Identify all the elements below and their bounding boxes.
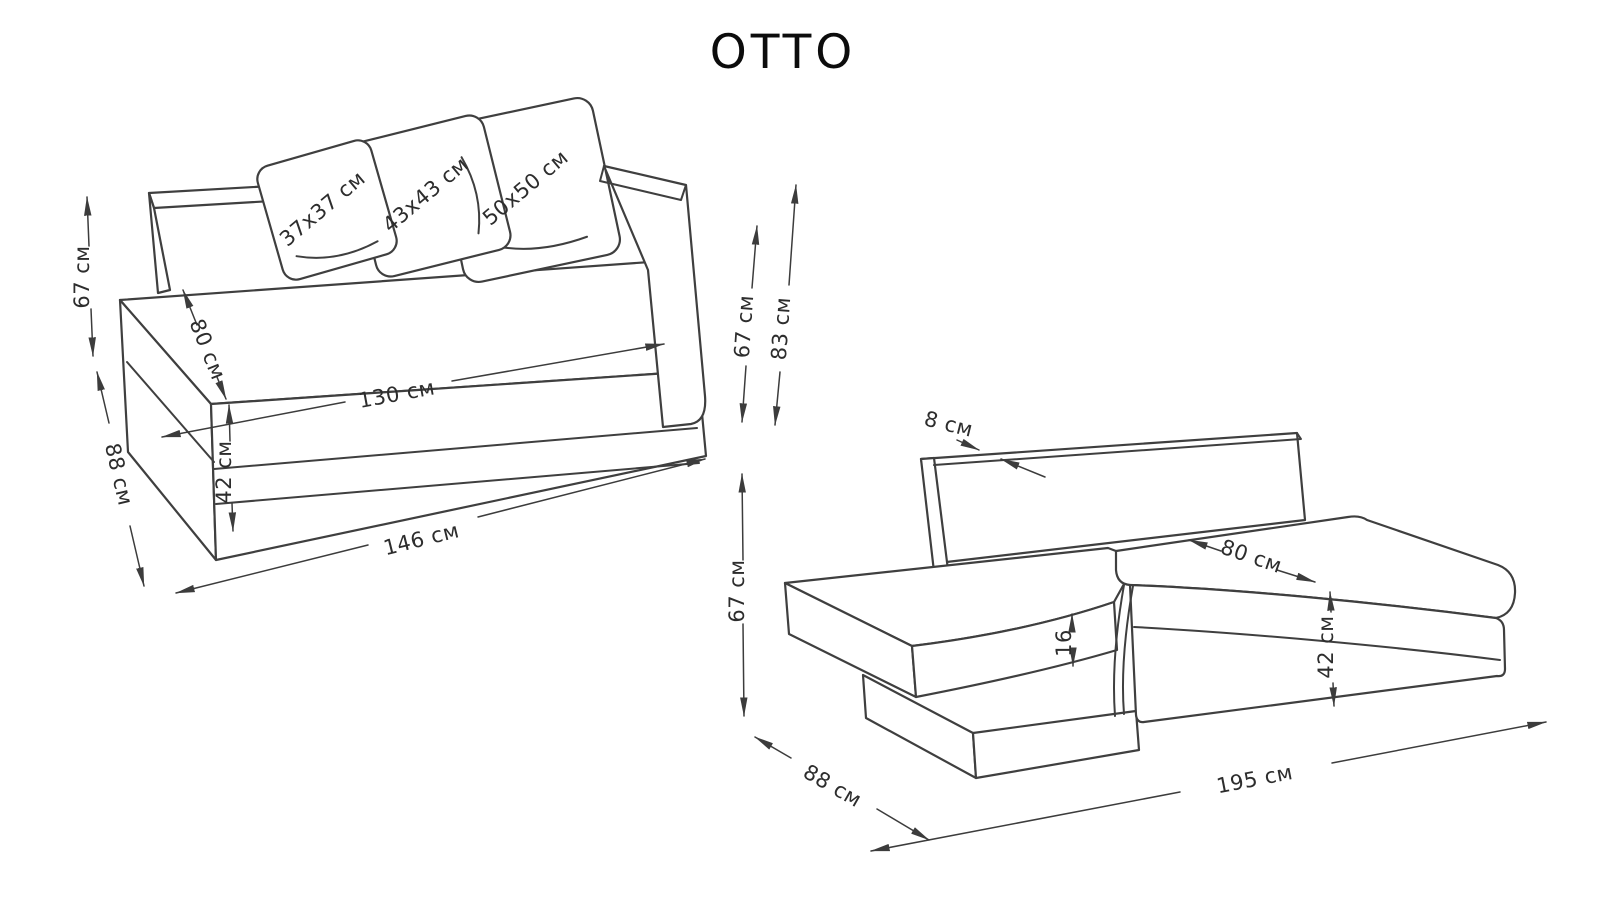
sofa-front-seam-upper — [213, 427, 698, 470]
dim-label-height-left: 67 см — [70, 245, 94, 308]
page-title: OTTO — [710, 25, 857, 80]
dim-seat-height: 42 см — [212, 404, 237, 532]
dim-label-total-width: 146 см — [381, 518, 462, 560]
ottoman-pedestal-front-face — [971, 709, 1141, 780]
folded-sofa-drawing: 67 см 88 см 80 см 130 см 42 см — [70, 96, 799, 594]
dim-label-bed-height-right: 42 см — [1314, 615, 1338, 678]
dim-label-bed-length: 195 см — [1215, 760, 1295, 798]
dim-label-backrest-height: 67 см — [730, 294, 758, 359]
dim-label-cushion-thickness: 16 — [1052, 629, 1076, 657]
dim-label-backrest-thickness: 8 см — [922, 407, 976, 442]
dim-label-seat-height: 42 см — [212, 440, 236, 503]
fold-seam-left — [1113, 584, 1125, 717]
dim-bed-height-left: 67 см — [725, 473, 749, 717]
sofa-left-face-seam — [126, 361, 215, 463]
sofa-front-seam-lower — [215, 462, 700, 505]
dim-label-bed-height-left: 67 см — [725, 559, 749, 622]
bed-backrest-top-edge — [933, 432, 1302, 466]
sofa-back-frame-post — [147, 191, 172, 295]
pillow-small — [256, 139, 398, 281]
bed-mattress-base-seam — [1133, 626, 1501, 661]
sofa-front-face — [209, 369, 708, 562]
dim-bed-height-right: 42 см — [1314, 591, 1338, 707]
sofa-armrest — [602, 164, 707, 429]
dim-backrest-height: 67 см — [730, 225, 760, 423]
ottoman-cushion-front-face — [910, 600, 1119, 699]
dim-label-total-height: 83 см — [767, 296, 795, 361]
bed-base-front-face — [1128, 583, 1507, 724]
dim-total-height: 83 см — [767, 184, 799, 426]
dim-height-left: 67 см — [70, 196, 96, 357]
dim-label-bed-depth: 88 см — [799, 760, 866, 812]
unfolded-sofa-drawing: 8 см 67 см 88 см 195 см 80 см — [725, 407, 1547, 852]
sofa-armrest-top-edge — [599, 165, 687, 201]
dim-bed-depth: 88 см — [754, 736, 930, 841]
dim-cushion-thickness: 16 — [1052, 613, 1077, 667]
fold-seam-right — [1122, 585, 1134, 715]
